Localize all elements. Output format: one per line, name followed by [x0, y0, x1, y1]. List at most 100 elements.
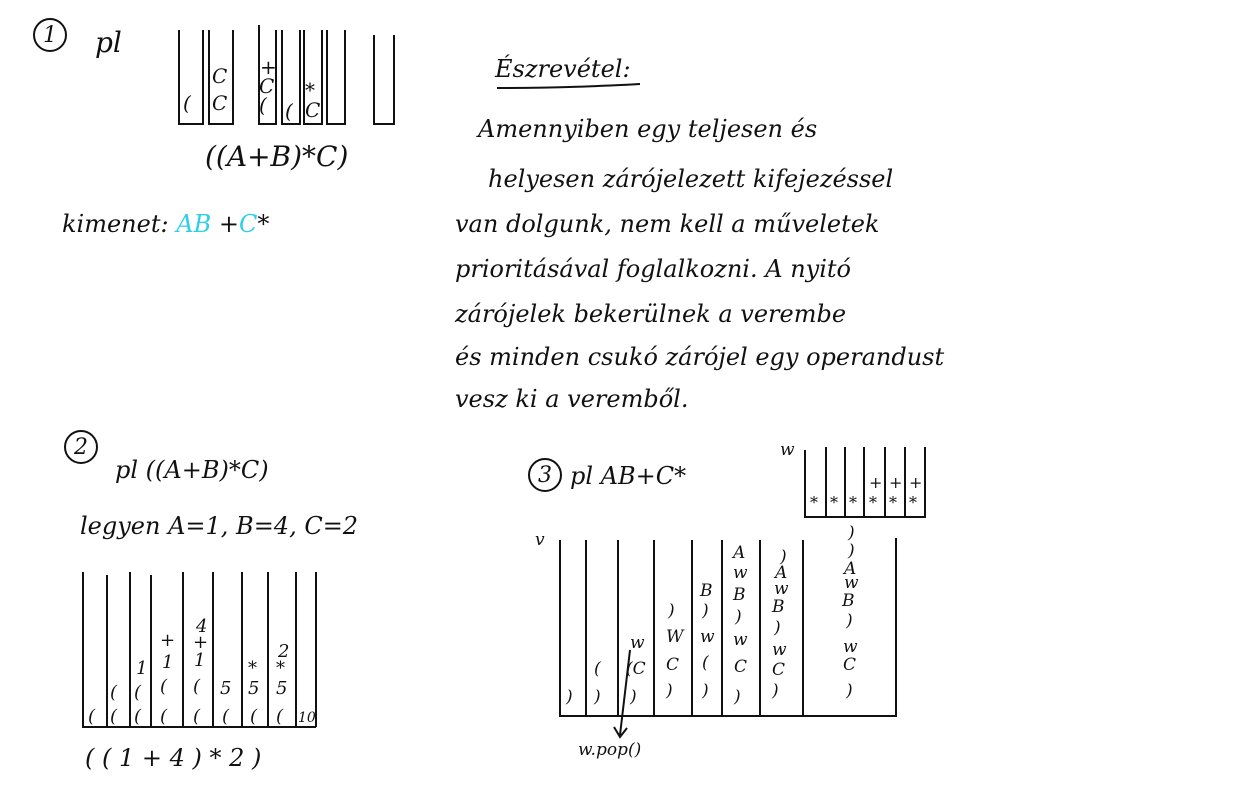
section3-number: 3 — [528, 458, 562, 492]
observation-line: és minden csukó zárójel egy operandust — [455, 343, 945, 371]
w-cell: * — [849, 493, 857, 512]
v-cell: B — [771, 597, 785, 617]
v-cell: ( — [702, 653, 709, 673]
v-cell: w — [733, 630, 748, 650]
observation-line: zárójelek bekerülnek a verembe — [455, 300, 847, 328]
s2-cell: 1 — [136, 658, 147, 679]
v-cell: ) — [733, 687, 741, 707]
v-cell: B — [841, 591, 855, 611]
output-star: * — [257, 210, 270, 238]
s2-cell: 2 — [277, 641, 289, 662]
v-cell: A — [731, 543, 745, 563]
v-cell: ) — [845, 681, 853, 701]
s1-cell: ( — [183, 91, 192, 115]
v-cell: w — [844, 573, 859, 593]
section3-v-label: v — [535, 530, 545, 550]
v-cell: w — [630, 633, 645, 653]
v-cell: B — [732, 585, 746, 605]
v-cell: ) — [847, 541, 855, 561]
s1-cell: C — [259, 74, 274, 98]
s2-cell: ( — [193, 706, 201, 727]
s1-cell: C — [212, 64, 227, 88]
s2-cell: 5 — [248, 678, 259, 699]
observation-line: van dolgunk, nem kell a műveletek — [455, 210, 880, 238]
output-a: A — [176, 210, 194, 238]
v-cell: C — [843, 655, 856, 675]
w-cell: * — [810, 493, 818, 512]
output-plus: + — [218, 210, 239, 238]
s1-cell: C — [305, 98, 320, 122]
observation-line: vesz ki a veremből. — [455, 385, 689, 413]
w-cell: * — [869, 493, 877, 512]
s2-cell: 4 — [195, 616, 207, 637]
observation-line: prioritásával foglalkozni. A nyitó — [455, 255, 851, 283]
s2-cell: ( — [160, 676, 168, 697]
w-cell: + — [889, 473, 902, 492]
s2-cell: 10 — [298, 710, 316, 726]
section1-pl: pl — [95, 26, 122, 59]
s2-cell: ( — [88, 706, 96, 727]
output-c: C — [238, 210, 258, 238]
section1-expression: ((A+B)*C) — [205, 140, 349, 173]
observation-title: Észrevétel: — [495, 55, 631, 83]
w-cell: * — [909, 493, 917, 512]
s2-cell: ( — [110, 682, 118, 703]
s2-cell: ( — [276, 706, 284, 727]
s2-cell: * — [276, 658, 285, 679]
v-cell: C — [734, 657, 747, 677]
v-cell: ) — [847, 523, 855, 543]
v-cell: w — [700, 627, 715, 647]
section3-w-contents: * * * * + * + * + — [810, 473, 922, 512]
observation-underline — [496, 83, 641, 89]
w-cell: + — [909, 473, 922, 492]
s2-cell: 1 — [162, 652, 173, 673]
v-cell: A — [842, 559, 856, 579]
v-cell: B — [699, 581, 713, 601]
section2-example: pl ((A+B)*C) — [115, 456, 269, 484]
s2-cell: + — [160, 630, 175, 651]
v-cell: (C — [626, 659, 646, 679]
v-cell: w — [772, 640, 787, 660]
s1-cell: ( — [259, 93, 268, 117]
s2-cell: * — [248, 658, 257, 679]
section3-pop-label: w.pop() — [578, 740, 642, 760]
s1-cell: ( — [285, 99, 294, 123]
s2-cell: ( — [134, 682, 142, 703]
output-b: B — [193, 210, 212, 238]
section2-bottom-expr: ( ( 1 + 4 ) * 2 ) — [85, 744, 262, 772]
s1-cell: * — [305, 78, 315, 102]
section3-v-contents: ) ) ( ) (C w ) C W ) ) ( w ) B ) C w ) B… — [565, 523, 859, 707]
v-cell: ) — [701, 601, 709, 621]
s2-cell: 5 — [276, 678, 287, 699]
v-cell: A — [773, 563, 787, 583]
v-cell: C — [772, 660, 785, 680]
v-cell: w — [733, 563, 748, 583]
section3-example: pl AB+C* — [570, 462, 687, 490]
output-label: kimenet: — [62, 210, 169, 238]
s2-cell: ( — [193, 676, 201, 697]
v-cell: w — [774, 579, 789, 599]
v-cell: w — [843, 637, 858, 657]
w-cell: * — [889, 493, 897, 512]
section1-stack-contents: ( C C ( C + ( C * — [183, 55, 320, 123]
v-cell: ( — [594, 659, 601, 679]
v-cell: ) — [667, 601, 675, 621]
w-cell: * — [830, 493, 838, 512]
w-cell: + — [869, 473, 882, 492]
section3-w-stack — [804, 447, 926, 518]
s2-cell: ( — [250, 706, 258, 727]
v-cell: C — [666, 655, 679, 675]
v-cell: W — [666, 627, 685, 647]
v-cell: ) — [779, 547, 787, 567]
v-cell: ) — [565, 687, 573, 707]
v-cell: ) — [734, 607, 742, 627]
v-cell: ) — [665, 681, 673, 701]
s1-cell: + — [260, 55, 277, 79]
s1-cell: C — [212, 91, 227, 115]
v-cell: ) — [845, 611, 853, 631]
s2-cell: ( — [222, 706, 230, 727]
pop-arrow — [613, 649, 631, 739]
v-cell: ) — [629, 687, 637, 707]
section2-stacks — [82, 572, 317, 728]
